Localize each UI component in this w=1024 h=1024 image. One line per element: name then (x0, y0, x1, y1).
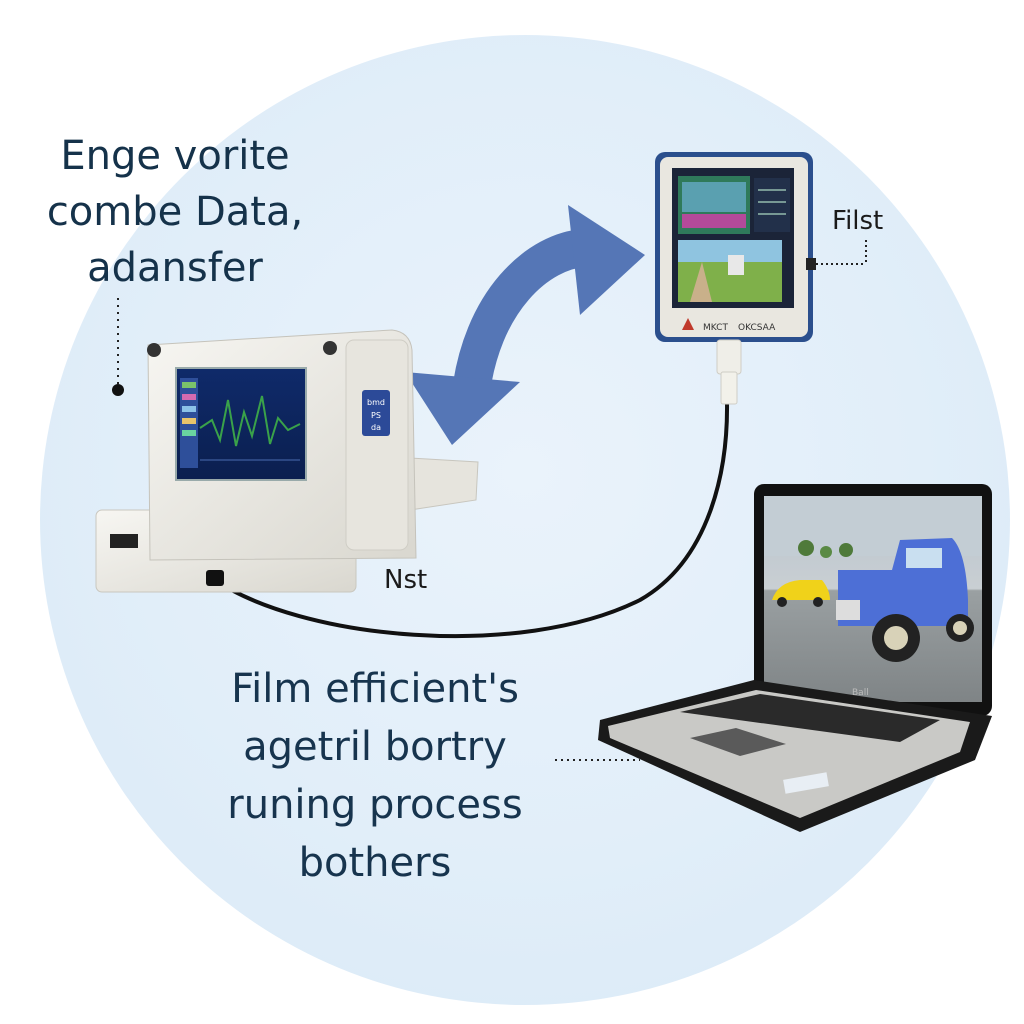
svg-text:PS: PS (371, 411, 381, 420)
svg-text:MKCT: MKCT (703, 323, 728, 333)
handheld-scanner-icon: MKCT OKCSAA (655, 152, 867, 405)
heading-line: Enge vorite (60, 133, 290, 179)
description-line: agetril bortry (243, 724, 507, 770)
callout-filst: Filst (832, 206, 884, 236)
heading-line: combe Data, (46, 189, 304, 235)
cable-icon (210, 401, 730, 639)
heading-line: adansfer (87, 245, 263, 291)
curved-double-arrow-icon (405, 205, 645, 445)
svg-text:Ball: Ball (852, 688, 869, 698)
svg-text:bmd: bmd (367, 398, 385, 407)
description-line: runing process (227, 782, 523, 828)
description-line: Film efficient's (231, 666, 519, 712)
heading-pointer-line (112, 298, 124, 396)
callout-nst: Nst (384, 565, 428, 595)
diagram-description: Film efficient's agetril bortry runing p… (195, 660, 555, 892)
diagnostic-scanner-icon: bmd PS da (95, 329, 479, 593)
diagram-heading: Enge vorite combe Data, adansfer (20, 128, 330, 296)
description-line: bothers (298, 840, 452, 886)
svg-text:OKCSAA: OKCSAA (738, 323, 776, 333)
svg-text:da: da (371, 423, 381, 432)
laptop-icon: Ball (598, 484, 992, 832)
